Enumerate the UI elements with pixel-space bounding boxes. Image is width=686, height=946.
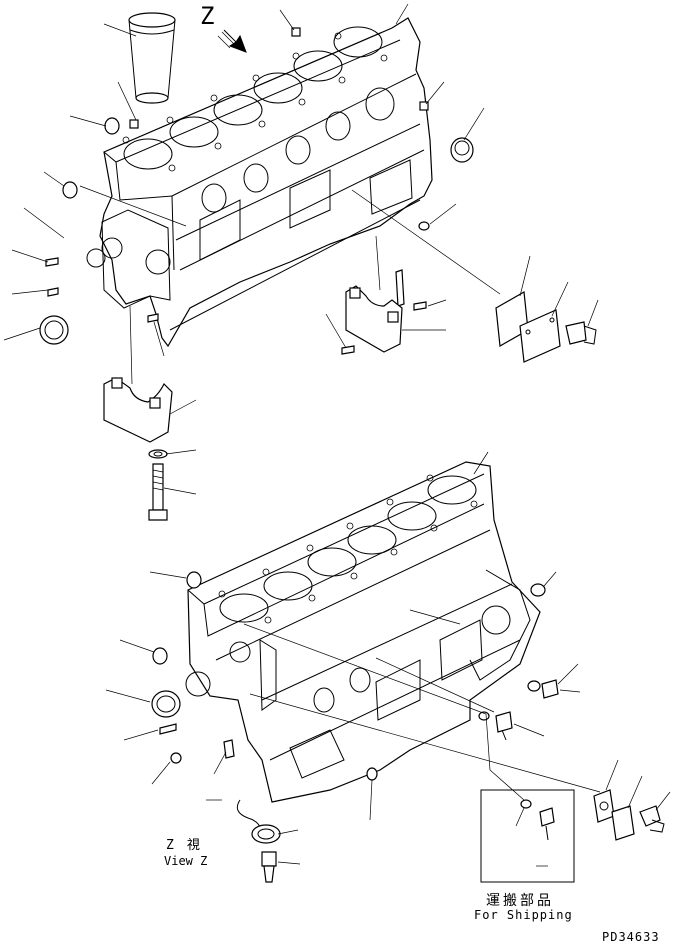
leader-lines-top xyxy=(3,3,599,495)
view-marker-label: Z xyxy=(200,2,215,30)
main-bearing-cap xyxy=(103,377,173,443)
bottom-loose-parts xyxy=(151,571,665,883)
shipping-label-jp: 運搬部品 xyxy=(486,893,554,909)
top-loose-parts xyxy=(39,27,597,521)
drawing-number: PD34633 xyxy=(602,930,660,944)
cylinder-liner xyxy=(128,12,176,104)
shipping-box xyxy=(480,789,575,883)
cylinder-block-top xyxy=(86,17,433,348)
cylinder-block-bottom xyxy=(185,461,541,803)
view-caption-en: View Z xyxy=(164,854,208,868)
leader-lines-bottom xyxy=(105,451,671,865)
main-bearing-cap xyxy=(345,285,403,353)
shipping-label-en: For Shipping xyxy=(474,908,573,922)
expansion-plug xyxy=(39,117,120,345)
view-z-arrow-icon xyxy=(217,29,247,53)
view-caption-jp: Z 視 xyxy=(166,838,200,853)
